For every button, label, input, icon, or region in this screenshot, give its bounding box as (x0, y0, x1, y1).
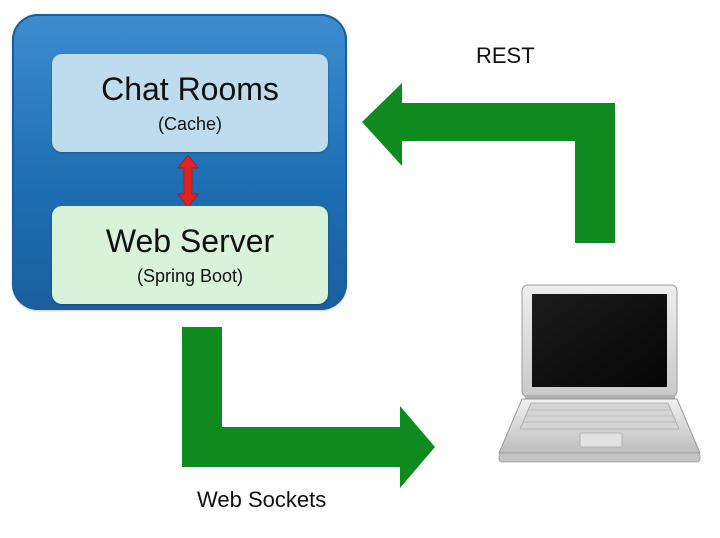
websocket-label: Web Sockets (197, 487, 327, 512)
rest-label: REST (476, 43, 535, 68)
server-container: Chat Rooms (Cache) Web Server (Spring Bo… (12, 14, 347, 310)
bidirectional-arrow-icon (177, 155, 199, 207)
web-server-title: Web Server (105, 223, 275, 259)
chat-rooms-title: Chat Rooms (101, 71, 279, 107)
web-server-node: Web Server (Spring Boot) (52, 206, 328, 304)
web-server-subtitle: (Spring Boot) (136, 266, 244, 286)
chat-rooms-subtitle: (Cache) (157, 114, 223, 134)
laptop-icon (498, 284, 701, 463)
chat-rooms-node: Chat Rooms (Cache) (52, 54, 328, 152)
